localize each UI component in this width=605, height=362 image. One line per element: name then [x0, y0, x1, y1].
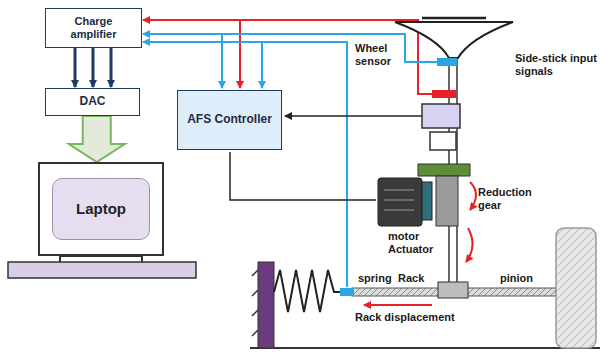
laptop-screen: Laptop — [38, 162, 164, 256]
part-label: Rack displacement — [355, 311, 475, 324]
part-label: Wheel sensor — [355, 42, 401, 67]
motor-actuator — [378, 164, 476, 262]
steering-wheel — [395, 18, 513, 282]
dac-box: DAC — [45, 88, 140, 116]
node-text: Laptop — [76, 200, 126, 217]
node-text: Charge amplifier — [51, 15, 136, 40]
block-arrow — [69, 116, 125, 162]
part-label: Reduction gear — [478, 186, 542, 211]
part-label: pinion — [500, 272, 544, 285]
part-label: motor Actuator — [388, 230, 440, 255]
node-text: DAC — [80, 95, 106, 109]
laptop-display: Laptop — [52, 178, 150, 240]
rack-assembly — [250, 228, 600, 348]
part-label: Rack — [398, 272, 432, 285]
signal-arrow — [92, 48, 95, 87]
part-label: Side-stick input signals — [515, 52, 597, 77]
amplifier-box: Charge amplifier — [45, 8, 142, 48]
controller-box: AFS Controller — [177, 90, 282, 150]
signal-arrow — [110, 48, 113, 87]
node-text: AFS Controller — [187, 113, 272, 127]
laptop-base — [8, 256, 196, 278]
signal-arrow — [74, 48, 77, 87]
part-label: spring — [358, 272, 398, 285]
